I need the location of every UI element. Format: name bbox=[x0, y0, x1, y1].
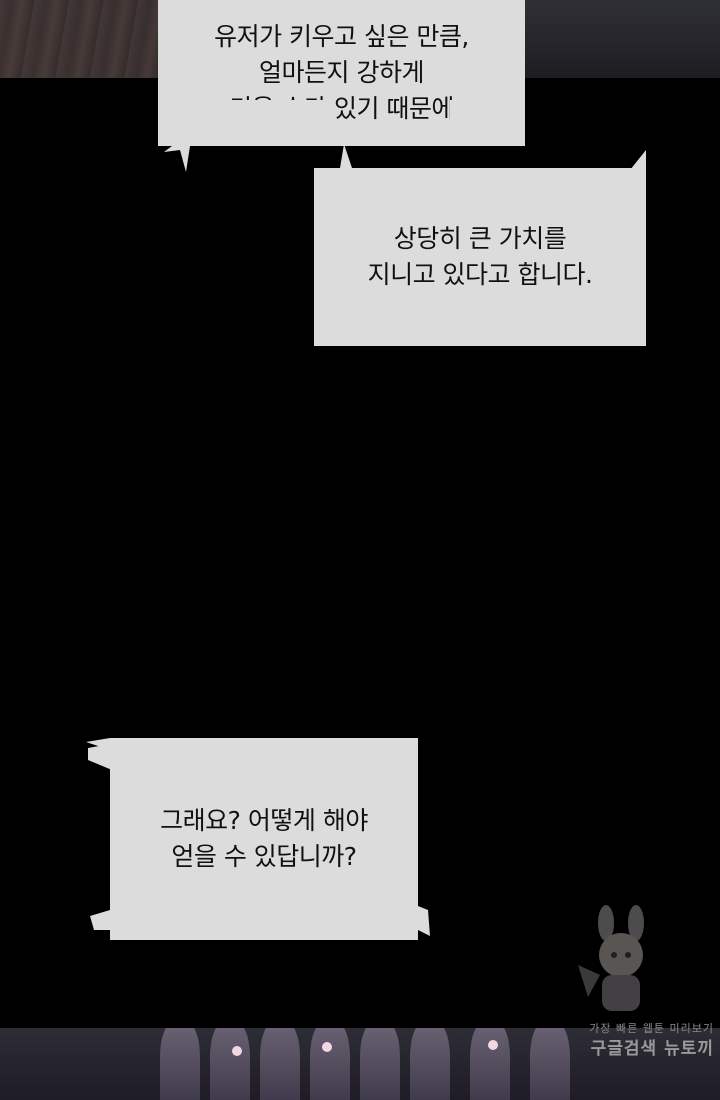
hair-strand bbox=[360, 1028, 400, 1100]
dark-wall-panel bbox=[520, 0, 720, 78]
rabbit-mascot-icon bbox=[578, 905, 644, 1011]
bubble-2-line-1: 상당히 큰 가치를 bbox=[393, 224, 567, 253]
speech-bubble-3: 그래요? 어떻게 해야 얻을 수 있답니까? bbox=[110, 738, 418, 940]
bubble-3-line-1: 그래요? 어떻게 해야 bbox=[160, 806, 368, 835]
bubble-1-line-2: 얼마든지 강하게 bbox=[259, 58, 424, 87]
sparkle-glint bbox=[488, 1040, 498, 1050]
hair-strand bbox=[210, 1028, 250, 1100]
hair-strand bbox=[160, 1028, 200, 1100]
hair-strand bbox=[310, 1028, 350, 1100]
hair-strand bbox=[260, 1028, 300, 1100]
bubble-3-line-2: 얻을 수 있답니까? bbox=[171, 842, 357, 871]
hair-strand bbox=[530, 1028, 570, 1100]
hair-strand bbox=[470, 1028, 510, 1100]
speech-bubble-2: 상당히 큰 가치를 지니고 있다고 합니다. bbox=[314, 168, 646, 346]
watermark-tagline: 가장 빠른 웹툰 미리보기 bbox=[589, 1022, 714, 1035]
bubble-2-spikes bbox=[314, 144, 646, 346]
wood-floor-texture bbox=[0, 0, 160, 78]
sparkle-glint bbox=[232, 1046, 242, 1056]
watermark-brand: 구글검색 뉴토끼 bbox=[590, 1039, 714, 1059]
bubble-2-line-2: 지니고 있다고 합니다. bbox=[367, 260, 593, 289]
hair-strand bbox=[410, 1028, 450, 1100]
bubble-1-line-1: 유저가 키우고 싶은 만큼, bbox=[214, 22, 469, 51]
sparkle-glint bbox=[322, 1042, 332, 1052]
scene-bottom-background bbox=[0, 1028, 720, 1100]
bubble-1-spikes bbox=[158, 100, 525, 172]
watermark: 가장 빠른 웹툰 미리보기 구글검색 뉴토끼 bbox=[538, 900, 716, 1080]
bubble-3-spikes bbox=[86, 738, 430, 936]
